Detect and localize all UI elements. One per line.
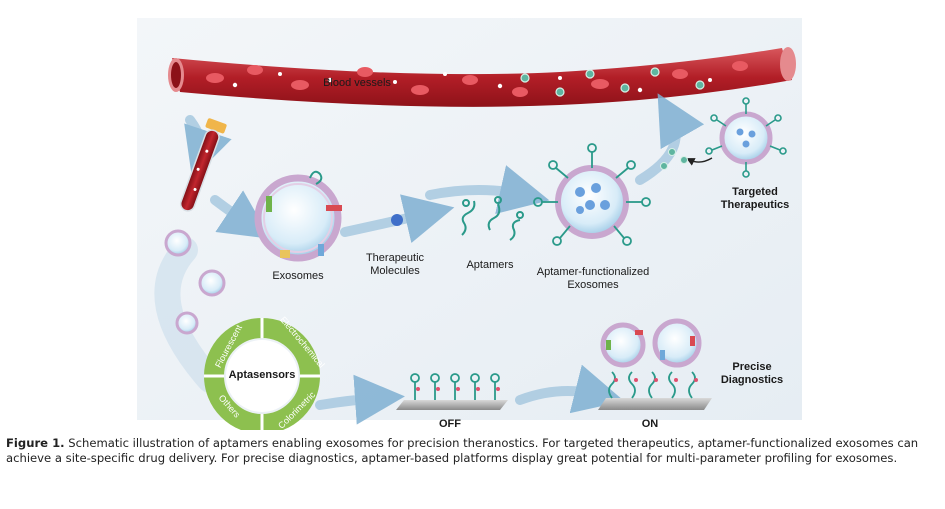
label-off: OFF — [439, 418, 461, 430]
label-blood-vessels: Blood vessels — [323, 77, 391, 89]
sensor-plate-off — [396, 373, 508, 410]
blood-vessel — [168, 47, 796, 107]
aptasensors-ring — [204, 318, 320, 430]
label-aptamers: Aptamers — [466, 259, 514, 271]
aptamer-functionalized-exosome — [533, 143, 651, 246]
left-curved-flow — [154, 237, 223, 393]
therapeutic-molecule-icon — [391, 214, 403, 226]
label-aptamer-functionalized-exosomes: Aptamer-functionalized Exosomes — [536, 266, 650, 291]
aptamer-strands — [461, 196, 524, 241]
label-exosomes: Exosomes — [272, 270, 324, 282]
label-on: ON — [641, 418, 659, 430]
caption-text: Schematic illustration of aptamers enabl… — [6, 436, 919, 465]
label-therapeutic-molecules: Therapeutic Molecules — [365, 252, 425, 277]
small-exosomes — [164, 229, 226, 335]
label-precise-diagnostics: Precise Diagnostics — [720, 361, 784, 386]
label-targeted-therapeutics: Targeted Therapeutics — [720, 186, 790, 211]
targeted-therapeutics-exosome — [660, 97, 787, 178]
label-aptasensors: Aptasensors — [228, 369, 296, 381]
figure-caption: Figure 1. Schematic illustration of apta… — [6, 436, 936, 466]
blood-sample-tube — [179, 118, 227, 212]
caption-label: Figure 1. — [6, 436, 65, 450]
exosome-illustration — [254, 170, 342, 262]
sensor-plate-on — [598, 318, 712, 410]
aptamer-exosome-schematic — [137, 18, 802, 430]
